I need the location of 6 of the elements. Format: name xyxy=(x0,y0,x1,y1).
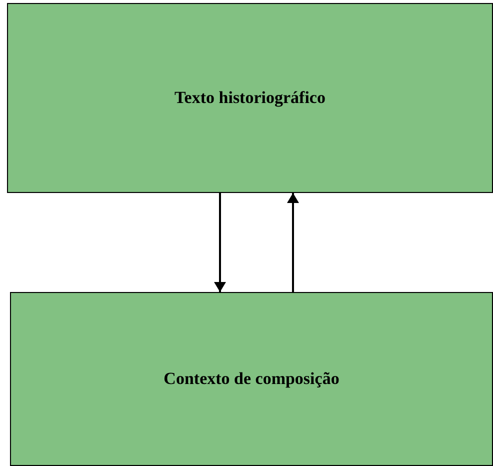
arrow xyxy=(287,193,299,292)
process-box xyxy=(7,3,493,193)
box-label: Texto historiográfico xyxy=(174,88,326,108)
arrow xyxy=(214,193,226,292)
process-box xyxy=(10,292,493,466)
box-label: Contexto de composição xyxy=(164,369,340,389)
